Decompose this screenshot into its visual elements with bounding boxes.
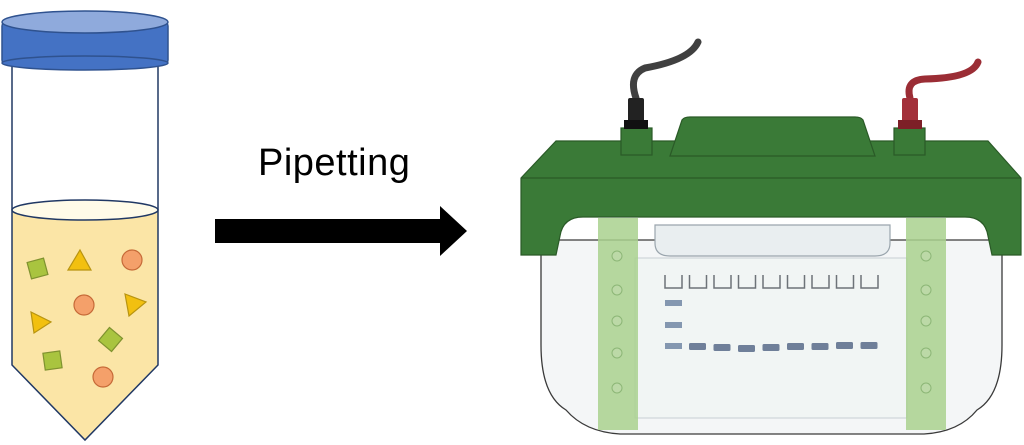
gel-well xyxy=(786,275,806,289)
black-wire xyxy=(630,38,702,102)
gel-well xyxy=(860,275,879,289)
gel-well xyxy=(762,275,781,289)
particle-yellow-triangle xyxy=(124,293,148,318)
particle-yellow-triangle xyxy=(66,248,93,271)
sample-band xyxy=(713,344,731,351)
gel-wells xyxy=(664,275,879,289)
gel-well xyxy=(737,275,757,289)
black-plug xyxy=(628,98,644,122)
sample-band xyxy=(860,342,878,349)
particle-orange-circle xyxy=(73,294,95,316)
ladder-band xyxy=(665,343,682,349)
support-hole xyxy=(920,315,932,327)
tube-liquid xyxy=(12,210,158,440)
sample-band xyxy=(787,343,804,350)
process-arrow xyxy=(215,206,467,256)
terminal-block-negative xyxy=(620,127,653,156)
particle-orange-circle xyxy=(92,366,114,388)
support-hole xyxy=(920,284,932,296)
gel-comb xyxy=(654,224,891,257)
gel-well xyxy=(835,275,855,289)
positive-electrode-lead xyxy=(898,58,982,129)
black-plug-base xyxy=(624,120,648,129)
arrow-label: Pipetting xyxy=(258,142,411,184)
centrifuge-tube xyxy=(1,10,169,442)
particle-green-diamond xyxy=(26,257,49,280)
gel-electrophoresis-box xyxy=(520,38,1022,435)
particle-orange-circle xyxy=(121,249,143,271)
sample-band xyxy=(738,345,755,352)
sample-band xyxy=(836,342,853,349)
gel-well xyxy=(811,275,830,289)
gel-slab xyxy=(634,257,908,419)
tube-body xyxy=(11,62,159,442)
particle-green-diamond xyxy=(42,350,63,371)
tube-cap-bottom xyxy=(1,55,169,71)
support-hole xyxy=(611,250,623,262)
red-wire xyxy=(905,58,982,102)
support-hole xyxy=(611,284,623,296)
support-hole xyxy=(611,315,623,327)
gel-lid xyxy=(520,140,1022,256)
gel-well xyxy=(713,275,732,289)
ladder-bands xyxy=(665,300,682,349)
red-plug xyxy=(902,98,918,122)
red-plug-base xyxy=(898,120,922,129)
support-holes xyxy=(611,250,932,394)
sample-band xyxy=(689,343,706,350)
tube-cap-top xyxy=(1,10,169,34)
sample-bands xyxy=(689,342,878,352)
sample-band xyxy=(811,343,829,350)
support-hole xyxy=(920,347,932,359)
tube-particles xyxy=(26,248,148,388)
liquid-surface xyxy=(11,199,159,221)
particle-yellow-triangle xyxy=(30,310,53,335)
ladder-band xyxy=(665,322,682,328)
terminal-block-positive xyxy=(893,127,926,156)
ladder-band xyxy=(665,300,682,306)
gel-well xyxy=(664,275,683,289)
sample-band xyxy=(762,344,780,351)
support-hole xyxy=(611,382,623,394)
gel-well xyxy=(688,275,708,289)
support-hole xyxy=(920,250,932,262)
support-hole xyxy=(611,347,623,359)
lid-handle xyxy=(669,116,876,157)
support-hole xyxy=(920,382,932,394)
negative-electrode-lead xyxy=(624,38,702,129)
particle-green-diamond xyxy=(97,326,124,353)
